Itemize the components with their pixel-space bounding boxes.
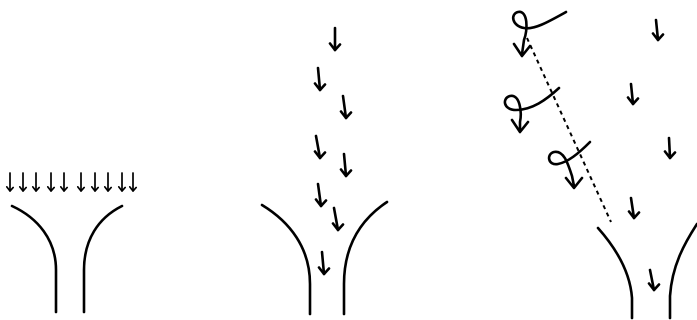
falling-arrow <box>333 208 343 230</box>
straight-arrow <box>629 198 639 218</box>
panel-3-funnel-left-wall <box>598 228 632 318</box>
panel-2-falling-arrows <box>315 28 351 274</box>
falling-arrow <box>319 252 329 274</box>
panel-1 <box>7 173 136 312</box>
panel-2 <box>262 28 387 314</box>
falling-arrow <box>316 184 326 206</box>
row-arrow <box>48 173 54 191</box>
panel-3-straight-arrows <box>628 20 675 290</box>
row-arrow <box>130 173 136 191</box>
falling-arrow <box>341 154 351 176</box>
row-arrow <box>119 173 125 191</box>
falling-arrow <box>315 68 325 90</box>
panel-3-loop-arrow-3 <box>549 142 590 188</box>
panel-3-funnel-right-wall <box>670 224 697 318</box>
row-arrow <box>92 173 98 191</box>
panel-2-funnel-left-wall <box>262 205 310 314</box>
panel-3-loop-arrow-1 <box>513 12 566 56</box>
straight-arrow <box>628 84 638 104</box>
panel-1-funnel-left-wall <box>12 206 56 312</box>
row-arrow <box>78 173 84 191</box>
row-arrow <box>105 173 111 191</box>
falling-arrow <box>330 28 340 50</box>
row-arrow <box>7 173 13 191</box>
panel-3 <box>505 12 697 318</box>
straight-arrow <box>665 138 675 158</box>
panel-2-funnel-right-wall <box>344 202 387 314</box>
straight-arrow <box>649 270 659 290</box>
panel-3-loop-arrow-2 <box>505 88 559 132</box>
row-arrow <box>33 173 39 191</box>
panel-3-dashed-trajectory <box>527 38 611 222</box>
row-arrow <box>61 173 67 191</box>
panel-1-funnel-right-wall <box>84 206 122 312</box>
falling-arrow <box>341 96 351 118</box>
row-arrow <box>20 173 26 191</box>
straight-arrow <box>653 20 663 40</box>
panel-1-arrow-row <box>7 173 136 191</box>
falling-arrow <box>315 136 325 158</box>
